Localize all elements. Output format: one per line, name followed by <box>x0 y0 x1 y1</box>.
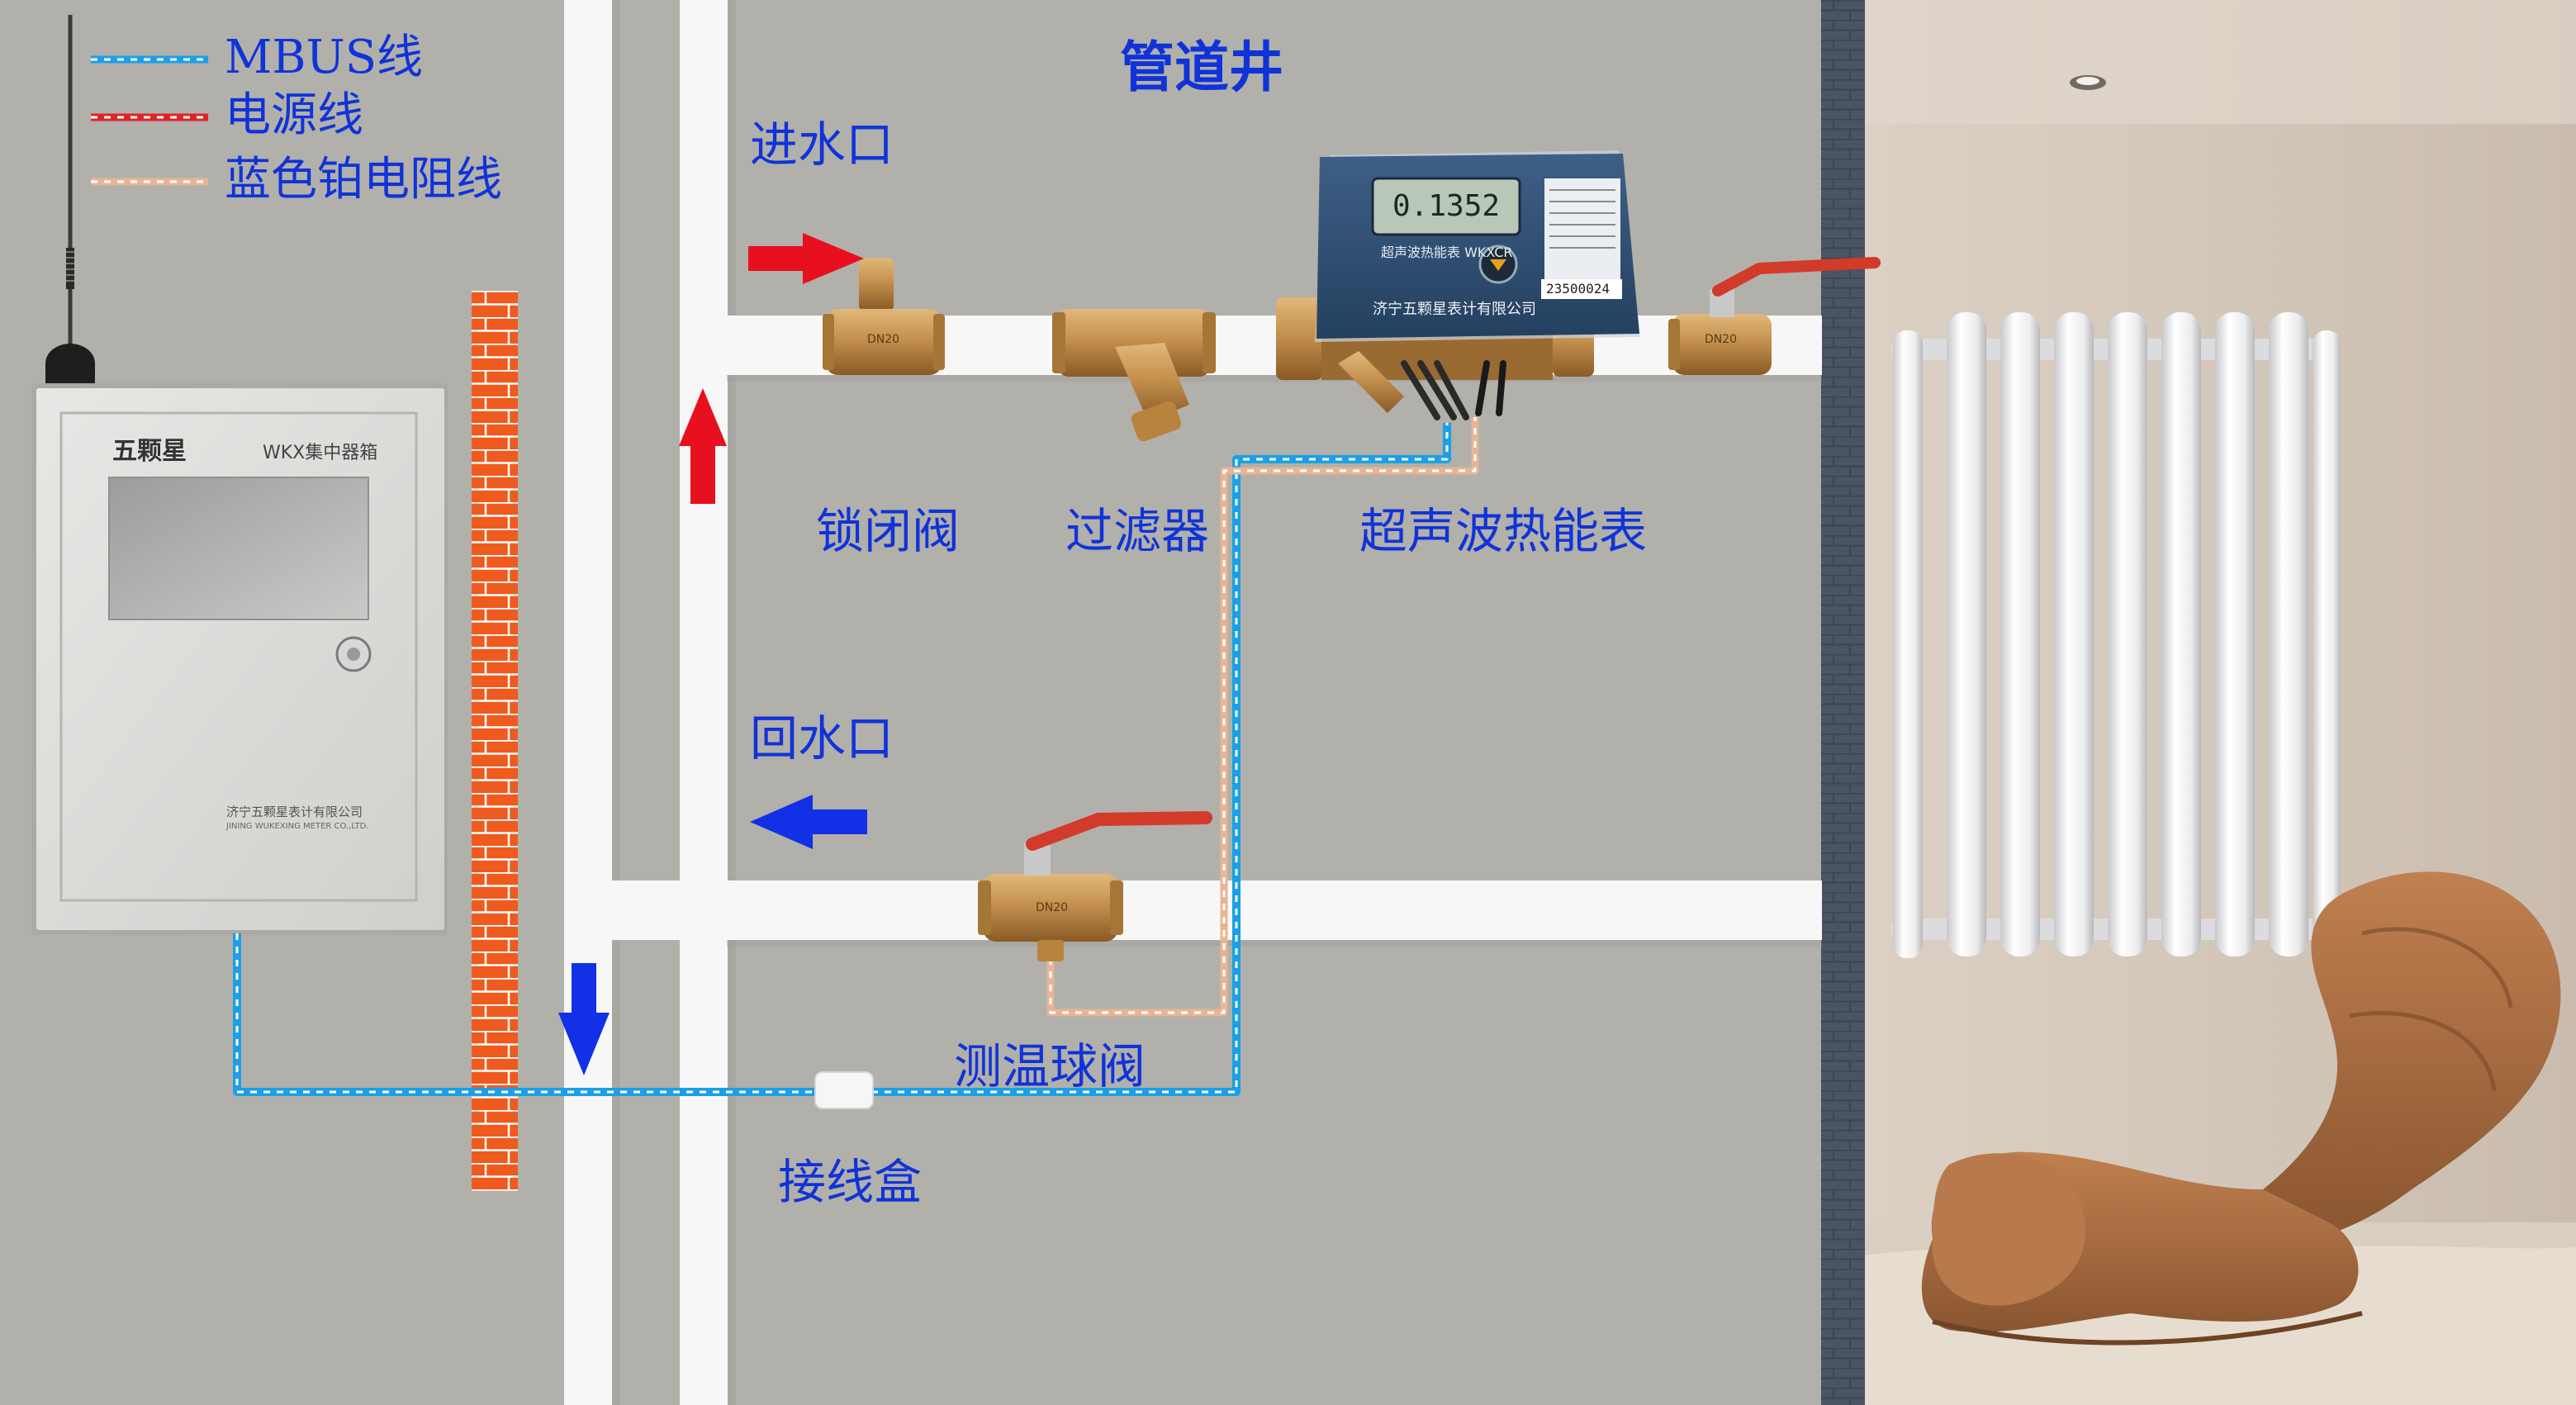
junction-box-label: 接线盒 <box>778 1158 922 1206</box>
radiator-icon <box>1891 312 2341 958</box>
inlet-label: 进水口 <box>750 121 894 169</box>
return-label: 回水口 <box>750 714 894 762</box>
riser-pipes <box>564 0 736 1405</box>
antenna-icon <box>45 15 95 383</box>
temp-valve-label: 测温球阀 <box>954 1042 1146 1090</box>
concentrator-model: WKX集中器箱 <box>263 444 377 463</box>
concentrator-company-en: JINING WUKEXING METER CO.,LTD. <box>226 823 369 831</box>
concentrator-screen <box>109 477 368 619</box>
legend-swatches <box>91 59 208 182</box>
filter-icon <box>1052 309 1216 443</box>
meter-company: 济宁五颗星表计有限公司 <box>1373 302 1536 317</box>
brick-column <box>472 291 518 1191</box>
heat-meter-label: 超声波热能表 <box>1359 507 1647 555</box>
concentrator-company: 济宁五颗星表计有限公司 <box>226 806 363 819</box>
supply-valve-mark: DN20 <box>1705 334 1737 345</box>
return-pipe <box>610 880 1822 947</box>
lock-valve-mark: DN20 <box>867 334 899 345</box>
diagram-title: 管道井 <box>1120 40 1283 94</box>
legend-power-label: 电源线 <box>225 93 363 139</box>
inlet-arrow-icon <box>748 233 864 284</box>
temp-valve-mark: DN20 <box>1036 902 1068 914</box>
return-arrow-icon <box>750 795 867 849</box>
concentrator-box <box>31 383 448 935</box>
filter-label: 过滤器 <box>1065 507 1209 555</box>
junction-box-icon <box>815 1072 873 1108</box>
lock-valve-icon <box>823 258 945 375</box>
concentrator-brand: 五颗星 <box>112 439 187 464</box>
meter-name: 超声波热能表 WKXCR <box>1381 246 1513 259</box>
meter-display-value: 0.1352 <box>1392 192 1500 221</box>
partition-wall <box>1821 0 1865 1405</box>
lock-valve-label: 锁闭阀 <box>816 507 960 555</box>
meter-serial: 23500024 <box>1546 282 1610 296</box>
legend-mbus-label: MBUS线 <box>225 35 423 81</box>
legend-pt-label: 蓝色铂电阻线 <box>225 157 502 203</box>
